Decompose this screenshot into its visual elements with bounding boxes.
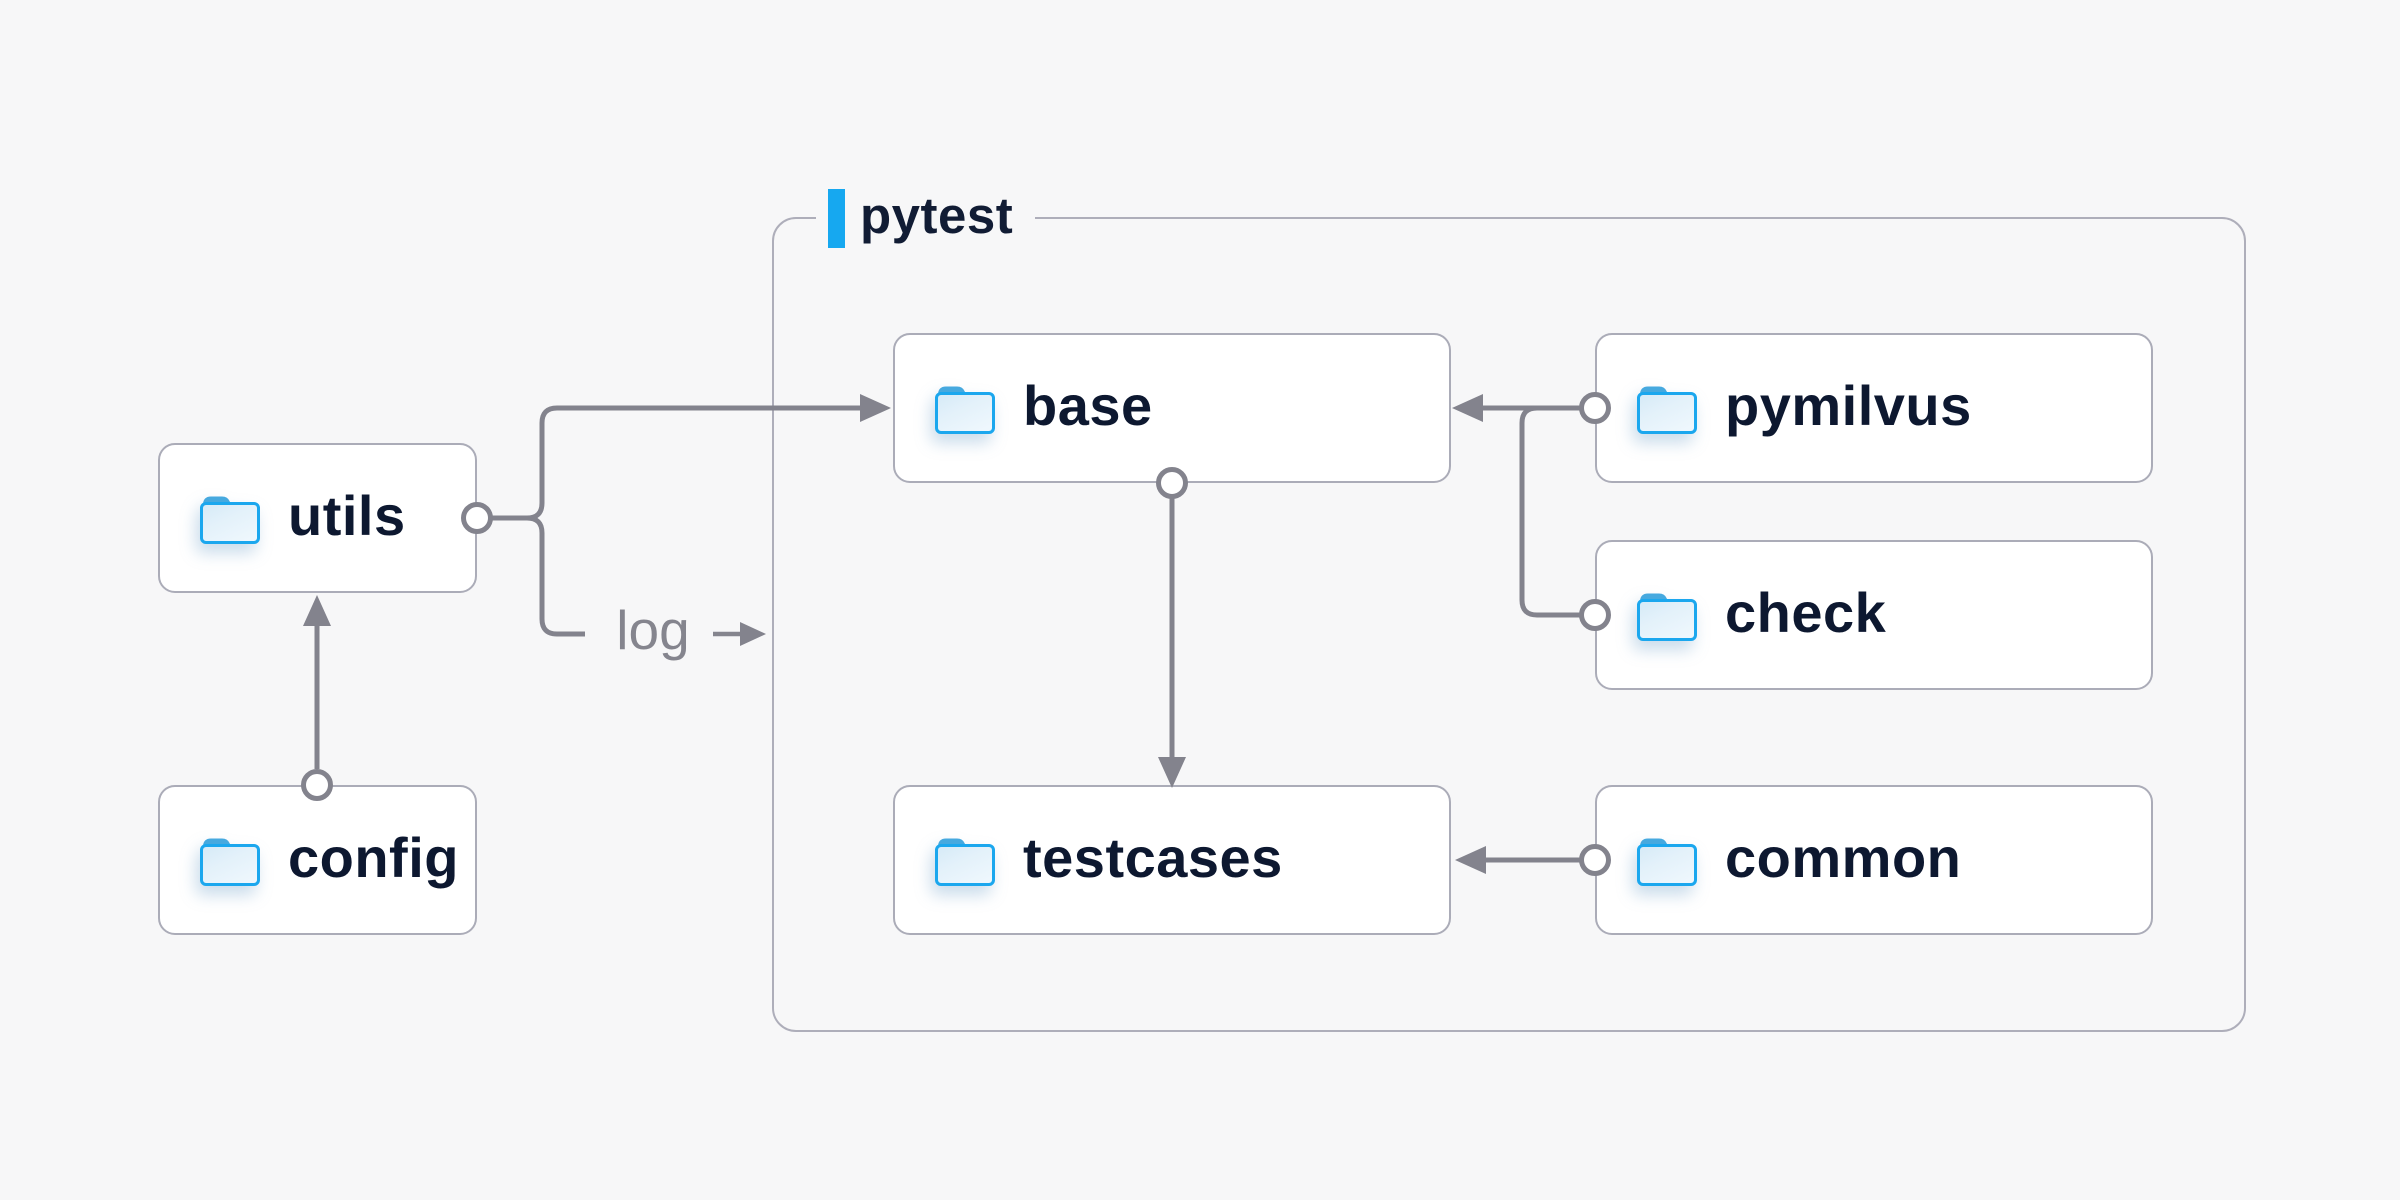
folder-icon — [1635, 381, 1699, 435]
pytest-container: pytest — [772, 186, 2246, 1032]
pytest-container-title: pytest — [860, 186, 1014, 244]
folder-icon — [1635, 833, 1699, 887]
log-edge-label: log — [616, 599, 690, 661]
node-check: check — [1595, 540, 2153, 690]
node-base-label: base — [1023, 373, 1153, 437]
accent-bar — [828, 188, 845, 248]
edge-log-container — [713, 622, 766, 646]
folder-icon — [198, 833, 262, 887]
node-utils: utils — [158, 443, 477, 593]
node-config: config — [158, 785, 477, 935]
node-testcases-label: testcases — [1023, 825, 1283, 889]
folder-icon — [933, 833, 997, 887]
edge-utils-log — [461, 502, 585, 637]
node-check-label: check — [1725, 580, 1887, 644]
node-common: common — [1595, 785, 2153, 935]
node-common-label: common — [1725, 825, 1962, 889]
node-pymilvus: pymilvus — [1595, 333, 2153, 483]
node-utils-label: utils — [288, 483, 406, 547]
node-base: base — [893, 333, 1451, 483]
folder-icon — [1635, 588, 1699, 642]
edge-config-utils — [301, 595, 333, 801]
folder-icon — [198, 491, 262, 545]
node-config-label: config — [288, 825, 459, 889]
node-pymilvus-label: pymilvus — [1725, 373, 1972, 437]
node-testcases: testcases — [893, 785, 1451, 935]
folder-icon — [933, 381, 997, 435]
pytest-container-label: pytest — [816, 186, 1036, 250]
